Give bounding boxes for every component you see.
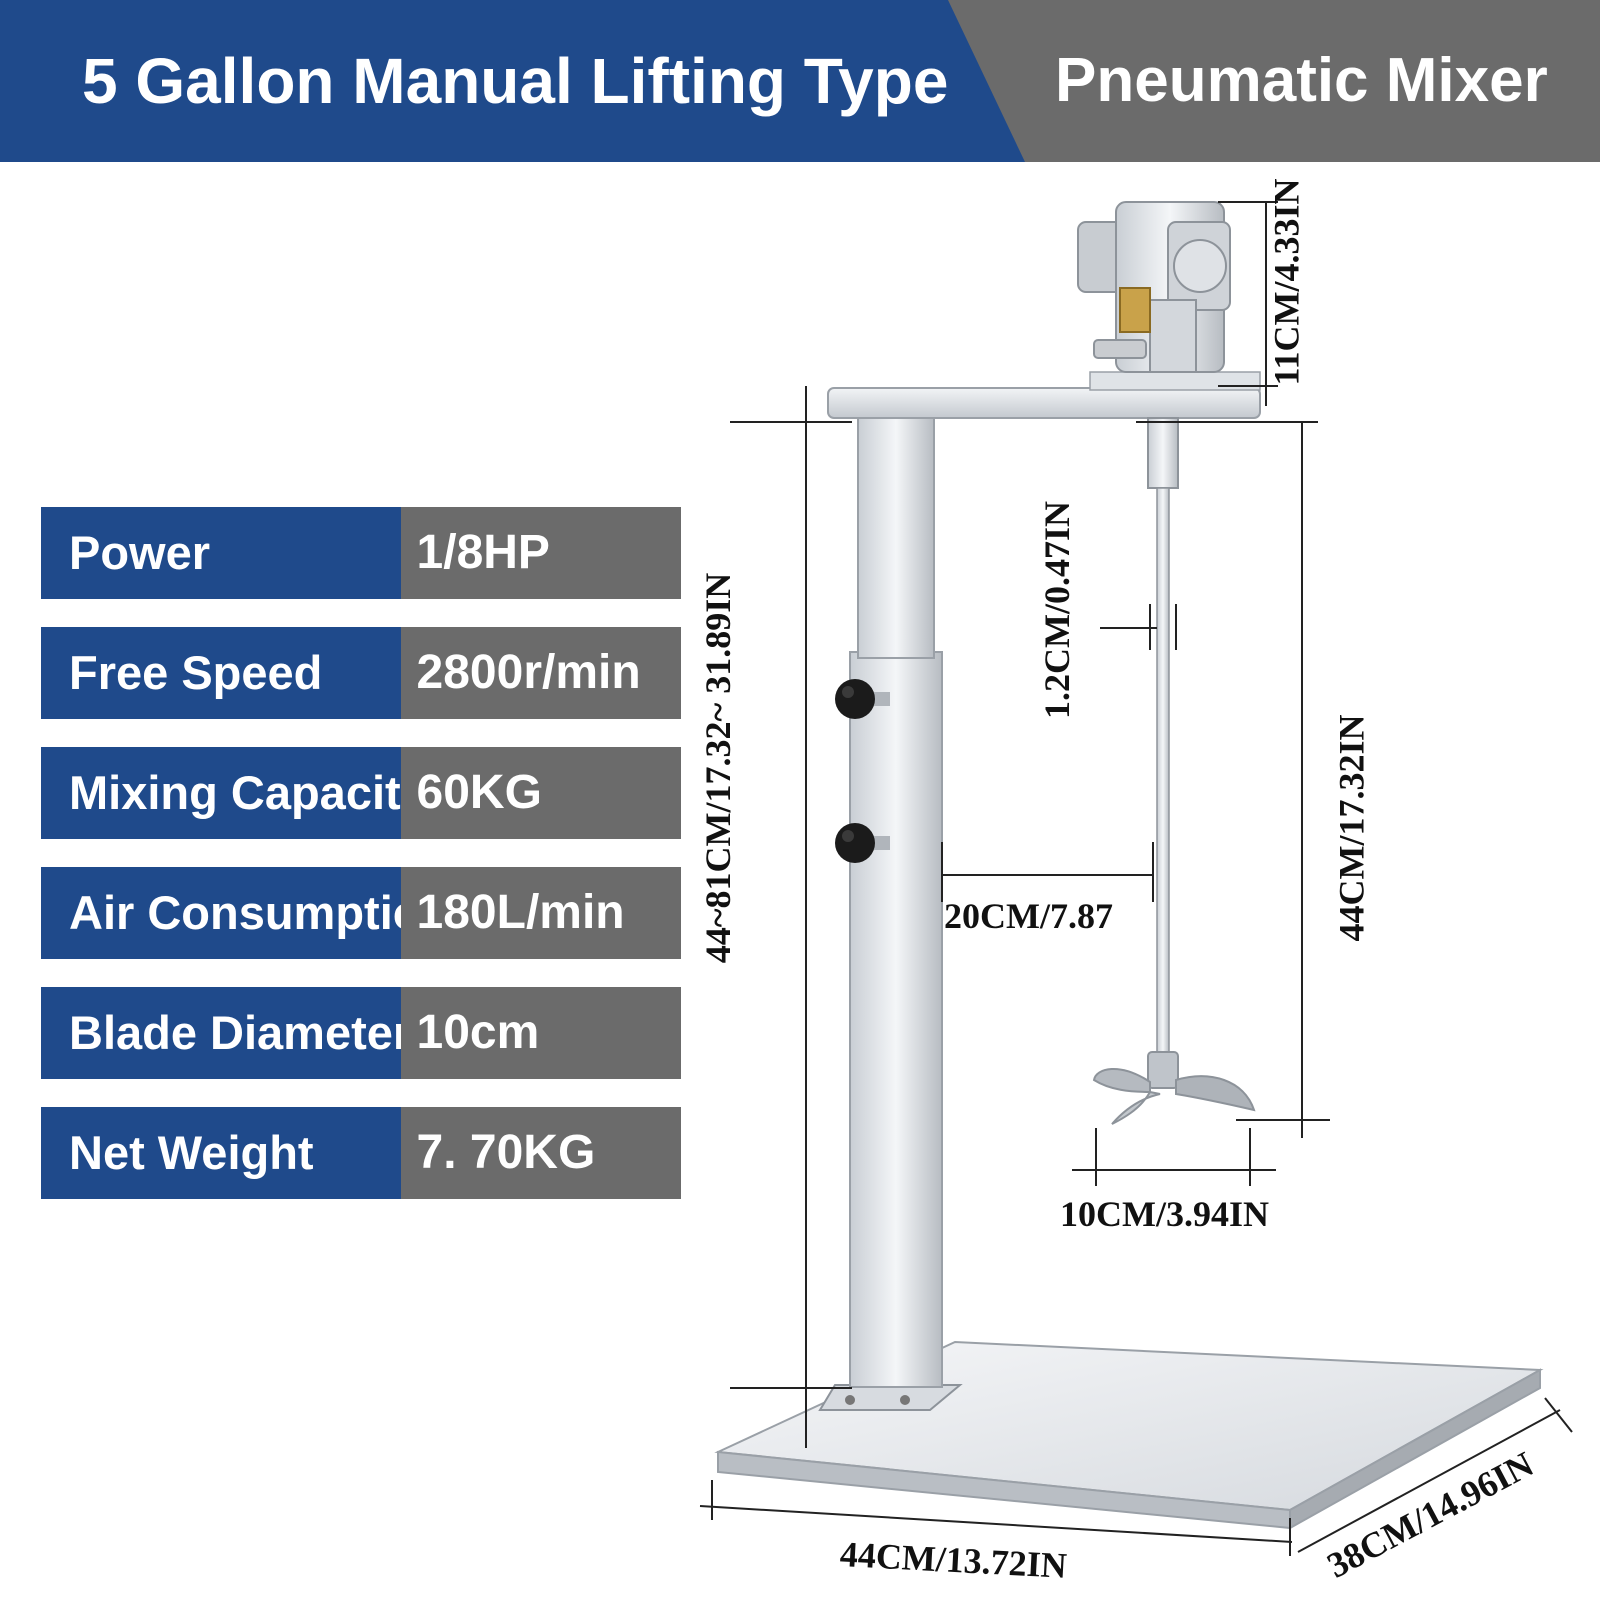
spec-row-mixing-capacity: Mixing Capacity 60KG: [41, 747, 681, 839]
spec-value: 1/8HP: [400, 507, 681, 599]
product-type: Pneumatic Mixer: [1055, 46, 1548, 115]
spec-label: Mixing Capacity: [41, 747, 401, 839]
spec-row-blade-diameter: Blade Diameter 10cm: [41, 987, 681, 1079]
spec-label: Blade Diameter: [41, 987, 401, 1079]
spec-label: Air Consumption: [41, 867, 401, 959]
spec-row-air-consumption: Air Consumption 180L/min: [41, 867, 681, 959]
shaft-length-label: 44CM/17.32IN: [1331, 714, 1372, 942]
spec-label: Net Weight: [41, 1107, 401, 1199]
lock-knob-icon[interactable]: [835, 679, 890, 719]
spec-row-power: Power 1/8HP: [41, 507, 681, 599]
spec-value: 2800r/min: [400, 627, 681, 719]
blade-width-label: 10CM/3.94IN: [1060, 1194, 1269, 1234]
spec-value: 7. 70KG: [400, 1107, 681, 1199]
header-banner: 5 Gallon Manual Lifting Type Pneumatic M…: [0, 0, 1600, 162]
spec-label: Power: [41, 507, 401, 599]
mixing-shaft: [1156, 487, 1170, 1059]
spec-value: 10cm: [400, 987, 681, 1079]
stand-height-label: 44~81CM/17.32~ 31.89IN: [698, 572, 739, 964]
spec-row-free-speed: Free Speed 2800r/min: [41, 627, 681, 719]
product-title: 5 Gallon Manual Lifting Type: [82, 45, 949, 117]
spec-value: 180L/min: [400, 867, 681, 959]
lock-knob-icon[interactable]: [835, 823, 890, 863]
top-arm: [827, 371, 1261, 419]
header-background: [0, 0, 1600, 162]
propeller-blade: [1092, 1051, 1256, 1125]
motor-height-label: 11CM/4.33IN: [1266, 178, 1307, 386]
spec-value: 60KG: [400, 747, 681, 839]
spec-label: Free Speed: [41, 627, 401, 719]
air-motor: [1077, 201, 1231, 373]
arm-reach-label: 20CM/7.87: [944, 896, 1113, 936]
dimension-lines: [699, 201, 1573, 1556]
upper-column: [857, 417, 935, 659]
spec-row-net-weight: Net Weight 7. 70KG: [41, 1107, 681, 1199]
shaft-diameter-label: 1.2CM/0.47IN: [1037, 501, 1077, 719]
shaft-coupler: [1147, 417, 1179, 489]
spec-table: Power 1/8HP Free Speed 2800r/min Mixing …: [41, 507, 681, 1227]
lower-column: [849, 651, 943, 1388]
